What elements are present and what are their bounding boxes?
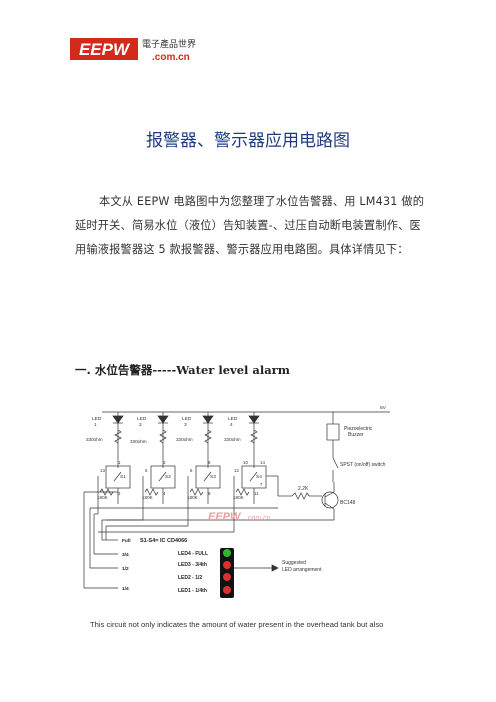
- led3-label: LED: [182, 416, 192, 422]
- pin-13: 13: [100, 468, 105, 473]
- water-level-alarm-circuit: LED 1 LED 2 LED 3 LED 4 330ohm 330ohm 33…: [83, 405, 390, 598]
- pin-2: 2: [118, 491, 121, 496]
- section-title-en: Water level alarm: [176, 363, 290, 377]
- switch-s3: [195, 465, 221, 489]
- panel-led1: LED1 - 1/4th: [178, 588, 207, 594]
- page-title: 报警器、警示器应用电路图: [146, 131, 350, 151]
- pin-4: 4: [163, 491, 166, 496]
- r1-label: 330ohm: [86, 437, 103, 442]
- level-half: 1/2: [122, 566, 129, 572]
- led-three-quarter-indicator: [223, 561, 231, 569]
- section-title-cn: 水位告警器: [94, 363, 153, 377]
- led-half-indicator: [223, 573, 231, 581]
- suggested-label-2: LED arrangement: [282, 567, 322, 573]
- r3-label: 330ohm: [176, 437, 193, 442]
- level-quarter: 1/4: [122, 586, 129, 592]
- buzzer-label-2: Buzzer: [348, 432, 364, 438]
- pin-11: 11: [254, 491, 259, 496]
- led2-label: LED: [137, 416, 147, 422]
- buzzer-label-1: Piezoelectric: [344, 426, 373, 432]
- rb2-label: 180K: [142, 495, 154, 500]
- panel-led2: LED2 - 1/2: [178, 575, 202, 581]
- switch-s1: [105, 465, 131, 489]
- led-quarter-indicator: [223, 586, 231, 594]
- section-dashes: -----: [152, 363, 177, 377]
- pin-9: 9: [208, 491, 211, 496]
- r4-label: 330ohm: [224, 437, 241, 442]
- pin-12: 12: [234, 468, 239, 473]
- s2-label: S2: [165, 474, 171, 480]
- circuit-caption: This circuit not only indicates the amou…: [90, 620, 384, 629]
- logo-brand: EEPW: [79, 40, 131, 59]
- led3-num: 3: [184, 422, 187, 428]
- ic-label: S1-S4= IC CD4066: [140, 538, 187, 544]
- base-resistor-label: 2.2K: [298, 486, 309, 492]
- panel-led3: LED3 - 3/4th: [178, 562, 207, 568]
- panel-led4: LED4 - FULL: [178, 551, 208, 557]
- watermark-domain: .com.cn: [246, 515, 271, 522]
- watermark-brand: EEPW: [208, 511, 242, 523]
- pin-3: 3: [163, 460, 166, 465]
- transistor-symbol: [321, 491, 339, 509]
- spst-label: SPST (on/off) switch: [340, 462, 386, 468]
- pin-8: 8: [208, 460, 211, 465]
- led1-label: LED: [92, 416, 102, 422]
- pin-7: 7: [260, 482, 263, 487]
- s3-label: S3: [210, 474, 216, 480]
- level-full: Full: [122, 538, 131, 544]
- led1-num: 1: [94, 422, 97, 428]
- transistor-label: BC148: [340, 500, 356, 506]
- intro-paragraph: 本文从 EEPW 电路图中为您整理了水位告警器、用 LM431 做的延时开关、简…: [75, 195, 425, 256]
- logo-red-block: [70, 38, 138, 60]
- pin-10: 10: [243, 460, 248, 465]
- led4-num: 4: [230, 422, 233, 428]
- s4-label: S4: [256, 474, 262, 480]
- rb1-label: 180K: [97, 495, 109, 500]
- rb4-label: 180K: [233, 495, 245, 500]
- pin-14: 14: [260, 460, 265, 465]
- pin-6: 6: [190, 468, 193, 473]
- pin-5: 5: [145, 468, 148, 473]
- rb3-label: 180K: [187, 495, 199, 500]
- switch-s2: [150, 465, 176, 489]
- led4-label: LED: [228, 416, 238, 422]
- led-full-indicator: [223, 549, 231, 557]
- level-three-quarter: 3/4: [122, 552, 129, 558]
- led2-num: 2: [139, 422, 142, 428]
- section-heading: 一. 水位告警器-----Water level alarm: [75, 362, 290, 378]
- supply-label: 6V: [380, 405, 387, 411]
- section-number: 一.: [75, 363, 91, 377]
- pin-1: 1: [118, 460, 121, 465]
- logo-tagline: 電子產品世界: [142, 38, 196, 49]
- logo-domain: .com.cn: [152, 52, 190, 63]
- r2-label: 330ohm: [130, 439, 147, 444]
- eepw-logo: EEPW 電子產品世界 .com.cn: [70, 38, 196, 63]
- buzzer-symbol: [326, 423, 340, 441]
- suggested-label-1: Suggested: [282, 560, 306, 566]
- s1-label: S1: [120, 474, 126, 480]
